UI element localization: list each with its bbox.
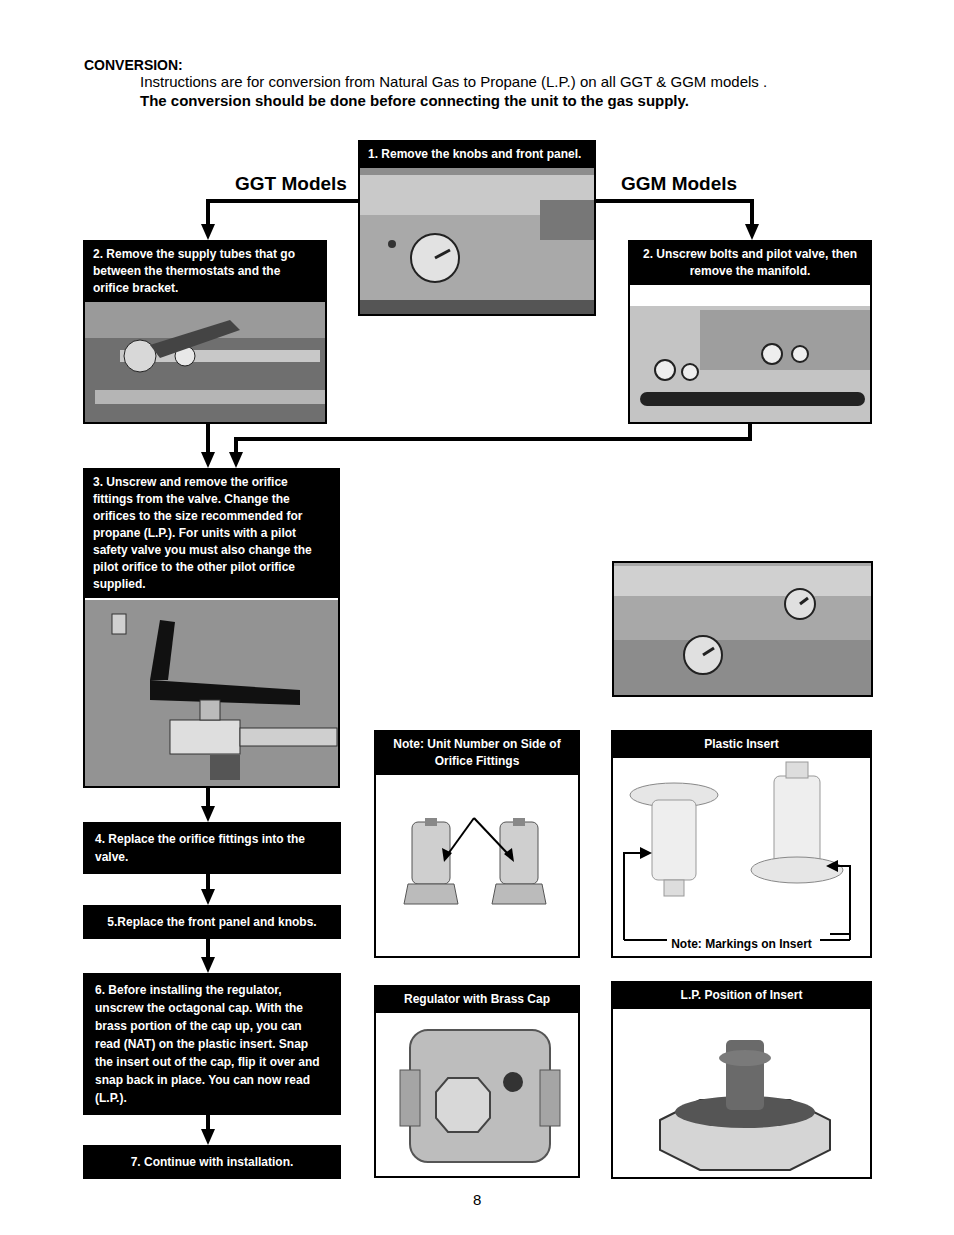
photo <box>630 306 870 422</box>
arrowhead <box>229 452 243 468</box>
flow-arrow <box>208 201 358 232</box>
arrowhead <box>201 1129 215 1145</box>
panel-heading: Note: Unit Number on Side of Orifice Fit… <box>376 732 578 775</box>
arrowhead <box>201 957 215 973</box>
branch-label: GGM Models <box>619 173 739 195</box>
arrowhead <box>201 452 215 468</box>
regulator <box>400 1030 560 1162</box>
flow-arrow <box>236 424 750 460</box>
photo <box>613 562 872 696</box>
panel-heading: 1. Remove the knobs and front panel. <box>360 142 594 168</box>
process-box: 5.Replace the front panel and knobs. <box>83 905 341 939</box>
plastic-inserts <box>630 762 843 896</box>
photo-panel: Note: Unit Number on Side of Orifice Fit… <box>374 730 580 958</box>
page-heading: CONVERSION: <box>84 56 183 74</box>
photo-panel: L.P. Position of Insert <box>611 981 872 1179</box>
arrowhead <box>201 806 215 822</box>
panel-heading: Regulator with Brass Cap <box>376 987 578 1013</box>
step-text: 4. Replace the orifice fittings into the… <box>85 824 339 872</box>
orifice-fittings <box>404 818 546 904</box>
step-text: 7. Continue with installation. <box>85 1147 339 1177</box>
process-box: 6. Before installing the regulator, unsc… <box>83 973 341 1115</box>
process-box: 4. Replace the orifice fittings into the… <box>83 822 341 874</box>
panel-note: Note: Markings on Insert <box>613 936 870 952</box>
octagonal-cap <box>660 1040 830 1170</box>
panel-heading: 3. Unscrew and remove the orifice fittin… <box>85 470 338 598</box>
step-text: 6. Before installing the regulator, unsc… <box>85 975 339 1113</box>
step-text: 5.Replace the front panel and knobs. <box>85 907 339 937</box>
panel-heading: Plastic Insert <box>613 732 870 758</box>
note-text: Note: Markings on Insert <box>667 937 816 951</box>
panel-heading: 2. Unscrew bolts and pilot valve, then r… <box>630 242 870 285</box>
photo-panel: 1. Remove the knobs and front panel. <box>358 140 596 316</box>
intro-note: The conversion should be done before con… <box>140 92 689 110</box>
photo <box>85 298 325 422</box>
branch-label: GGT Models <box>233 173 349 195</box>
photo-panel: 2. Unscrew bolts and pilot valve, then r… <box>628 240 872 424</box>
page-number: 8 <box>473 1191 481 1209</box>
arrowhead <box>201 889 215 905</box>
photo-panel: Plastic InsertNote: Markings on Insert <box>611 730 872 958</box>
photo-panel: Regulator with Brass Cap <box>374 985 580 1178</box>
panel-heading: 2. Remove the supply tubes that go betwe… <box>85 242 325 302</box>
photo <box>360 168 594 314</box>
photo-panel: 3. Unscrew and remove the orifice fittin… <box>83 468 340 788</box>
photo-panel: 2. Remove the supply tubes that go betwe… <box>83 240 327 424</box>
arrowhead <box>201 224 215 240</box>
photo <box>85 600 338 786</box>
flow-arrow <box>596 201 752 232</box>
arrowhead <box>745 224 759 240</box>
panel-heading: L.P. Position of Insert <box>613 983 870 1009</box>
process-box: 7. Continue with installation. <box>83 1145 341 1179</box>
intro-text: Instructions are for conversion from Nat… <box>140 73 767 91</box>
